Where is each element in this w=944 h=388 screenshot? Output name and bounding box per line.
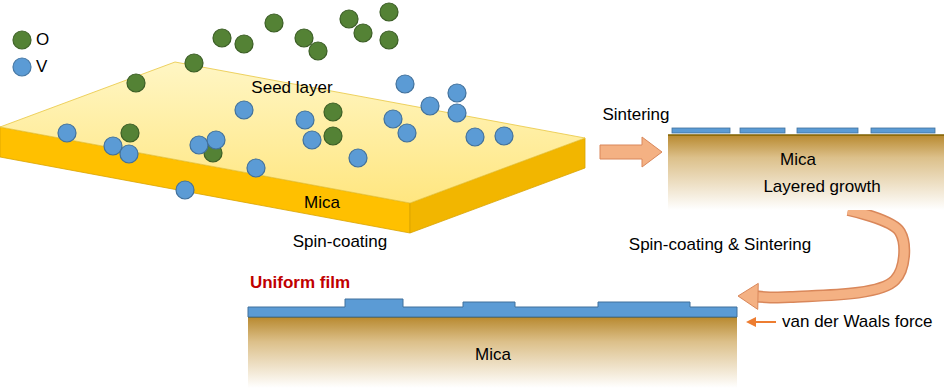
vanadium-atom: [495, 127, 513, 145]
vanadium-atom: [303, 131, 321, 149]
node-label: Seed layer: [251, 78, 332, 98]
vanadium-atom: [207, 131, 225, 149]
seed-islands: [672, 128, 935, 133]
seed-layer-substrate: Seed layerMica: [0, 0, 590, 240]
mica-body: [248, 317, 737, 388]
oxygen-atom: [354, 24, 372, 42]
vanadium-atom: [448, 104, 466, 122]
arrow-head: [738, 283, 758, 309]
vanadium-atom: [421, 97, 439, 115]
node-shape: [0, 0, 590, 240]
mica-substrate: Mica: [245, 296, 745, 388]
oxygen-atom: [265, 14, 283, 32]
legend-text: V: [36, 57, 47, 77]
process-arrow: [738, 210, 904, 309]
oxygen-atom: [380, 3, 398, 21]
vanadium-atom: [466, 128, 484, 146]
vanadium-atom: [396, 75, 414, 93]
force-label: van der Waals force: [782, 312, 933, 332]
oxygen-atom: [324, 103, 342, 121]
vanadium-atom: [176, 181, 194, 199]
arrow-label: Spin-coating & Sintering: [629, 235, 811, 255]
process-arrow: [600, 137, 662, 167]
legend-swatch-box: [12, 30, 34, 50]
legend-swatch-box: [12, 57, 34, 77]
seed-island: [740, 128, 785, 133]
force-pointer: [746, 317, 776, 327]
vanadium-atom: [190, 136, 208, 154]
legend-swatch: [13, 31, 31, 49]
vanadium-atoms: [58, 75, 513, 199]
mica-substrate: MicaLayered growth: [668, 122, 944, 210]
vanadium-atom: [448, 84, 466, 102]
process-label: Spin-coating: [293, 232, 388, 252]
vanadium-atom: [120, 145, 138, 163]
mica-body: [668, 135, 944, 210]
legend-swatch: [13, 58, 31, 76]
vanadium-atom: [247, 159, 265, 177]
pointer-line: [754, 321, 776, 323]
oxygen-atom: [213, 29, 231, 47]
oxygen-atom: [309, 42, 327, 60]
oxygen-atom: [295, 29, 313, 47]
arrow-label: Sintering: [602, 105, 669, 125]
result-label: Uniform film: [250, 273, 350, 293]
vanadium-atom: [235, 101, 253, 119]
vanadium-atom: [104, 137, 122, 155]
vanadium-atom: [398, 124, 416, 142]
node-shape: [245, 296, 745, 388]
vanadium-atom: [384, 110, 402, 128]
node-label: Mica: [780, 150, 816, 170]
oxygen-atom: [121, 124, 139, 142]
pointer-head: [746, 317, 756, 327]
slab-top-face: [0, 62, 585, 203]
seed-island: [871, 128, 935, 133]
node-caption: Mica: [304, 193, 340, 213]
oxygen-atoms: [121, 3, 398, 162]
oxygen-atom: [324, 127, 342, 145]
mica-surface: [668, 134, 944, 136]
legend: OV: [0, 0, 1, 1]
seed-island: [797, 128, 858, 133]
oxygen-atom: [380, 31, 398, 49]
oxygen-atom: [235, 35, 253, 53]
node-label: Mica: [475, 345, 511, 365]
vanadium-oxide-film: [248, 299, 737, 317]
block-arrow: [600, 137, 662, 167]
seed-island: [672, 128, 730, 133]
oxygen-atom: [185, 54, 203, 72]
node-caption: Layered growth: [763, 177, 880, 197]
legend-text: O: [36, 30, 49, 50]
oxygen-atom: [340, 10, 358, 28]
vanadium-atom: [296, 111, 314, 129]
vanadium-atom: [349, 149, 367, 167]
vanadium-atom: [58, 124, 76, 142]
oxygen-atom: [127, 74, 145, 92]
